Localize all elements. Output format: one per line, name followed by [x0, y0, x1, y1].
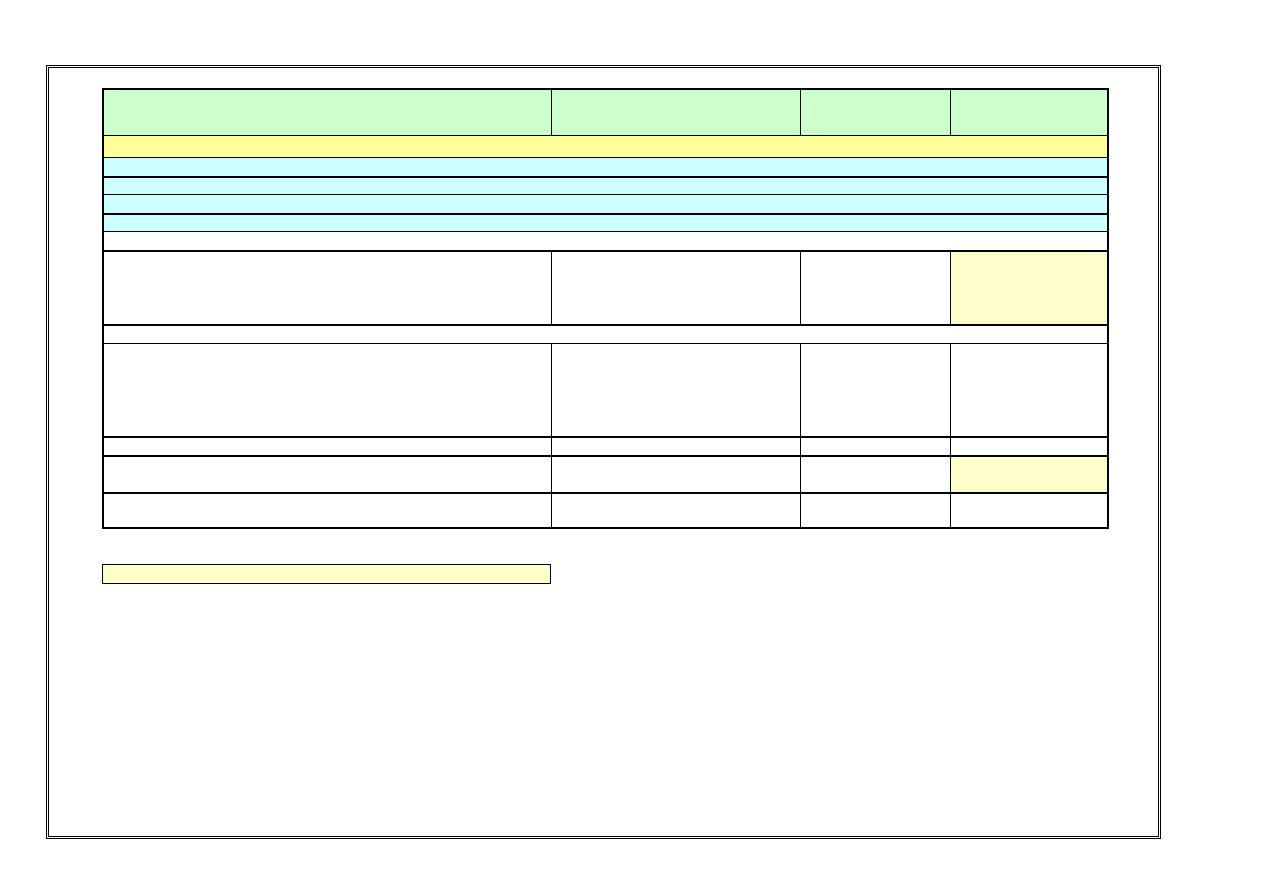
- page-frame: [46, 65, 1161, 839]
- header-cell-1[interactable]: [104, 90, 551, 136]
- info-row-4[interactable]: [104, 214, 1107, 232]
- row-e-cell-4[interactable]: [950, 493, 1107, 527]
- row-d-cell-3[interactable]: [800, 456, 950, 492]
- row-divider: [104, 213, 1107, 215]
- row-c-cell-4[interactable]: [950, 437, 1107, 455]
- section-band[interactable]: [104, 136, 1107, 158]
- row-b-cell-2[interactable]: [551, 344, 800, 436]
- row-divider: [104, 343, 1107, 344]
- col-divider: [551, 90, 552, 136]
- row-c-cell-2[interactable]: [551, 437, 800, 455]
- info-row-1[interactable]: [104, 158, 1107, 176]
- row-b-cell-3[interactable]: [800, 344, 950, 436]
- row-divider: [104, 492, 1107, 494]
- col-divider: [950, 344, 951, 527]
- data-table: [102, 88, 1109, 529]
- row-a-cell-3[interactable]: [800, 251, 950, 324]
- col-divider: [551, 344, 552, 527]
- col-divider: [800, 90, 801, 136]
- row-b-cell-1[interactable]: [104, 344, 551, 436]
- row-divider: [104, 176, 1107, 178]
- row-e-cell-3[interactable]: [800, 493, 950, 527]
- row-c-cell-1[interactable]: [104, 437, 551, 455]
- col-divider: [800, 251, 801, 324]
- info-row-2[interactable]: [104, 177, 1107, 195]
- row-d-cell-1[interactable]: [104, 456, 551, 492]
- row-divider: [104, 194, 1107, 195]
- header-cell-4[interactable]: [950, 90, 1107, 136]
- row-divider: [104, 250, 1107, 252]
- row-a-cell-1[interactable]: [104, 251, 551, 324]
- col-divider: [950, 251, 951, 324]
- row-e-cell-1[interactable]: [104, 493, 551, 527]
- header-cell-2[interactable]: [551, 90, 800, 136]
- row-d-input-cell[interactable]: [950, 456, 1107, 492]
- col-divider: [800, 344, 801, 527]
- spacer-row-2[interactable]: [104, 325, 1107, 343]
- row-divider: [104, 231, 1107, 232]
- row-divider: [104, 135, 1107, 136]
- footer-note-cell[interactable]: [102, 564, 551, 584]
- header-cell-3[interactable]: [800, 90, 950, 136]
- row-divider: [104, 455, 1107, 457]
- row-a-input-cell[interactable]: [950, 251, 1107, 324]
- row-divider: [104, 436, 1107, 438]
- row-d-cell-2[interactable]: [551, 456, 800, 492]
- info-row-3[interactable]: [104, 195, 1107, 213]
- row-divider: [104, 324, 1107, 326]
- row-b-cell-4[interactable]: [950, 344, 1107, 436]
- col-divider: [551, 251, 552, 324]
- row-a-cell-2[interactable]: [551, 251, 800, 324]
- col-divider: [950, 90, 951, 136]
- spacer-row-1[interactable]: [104, 232, 1107, 250]
- row-divider: [104, 157, 1107, 158]
- row-c-cell-3[interactable]: [800, 437, 950, 455]
- row-e-cell-2[interactable]: [551, 493, 800, 527]
